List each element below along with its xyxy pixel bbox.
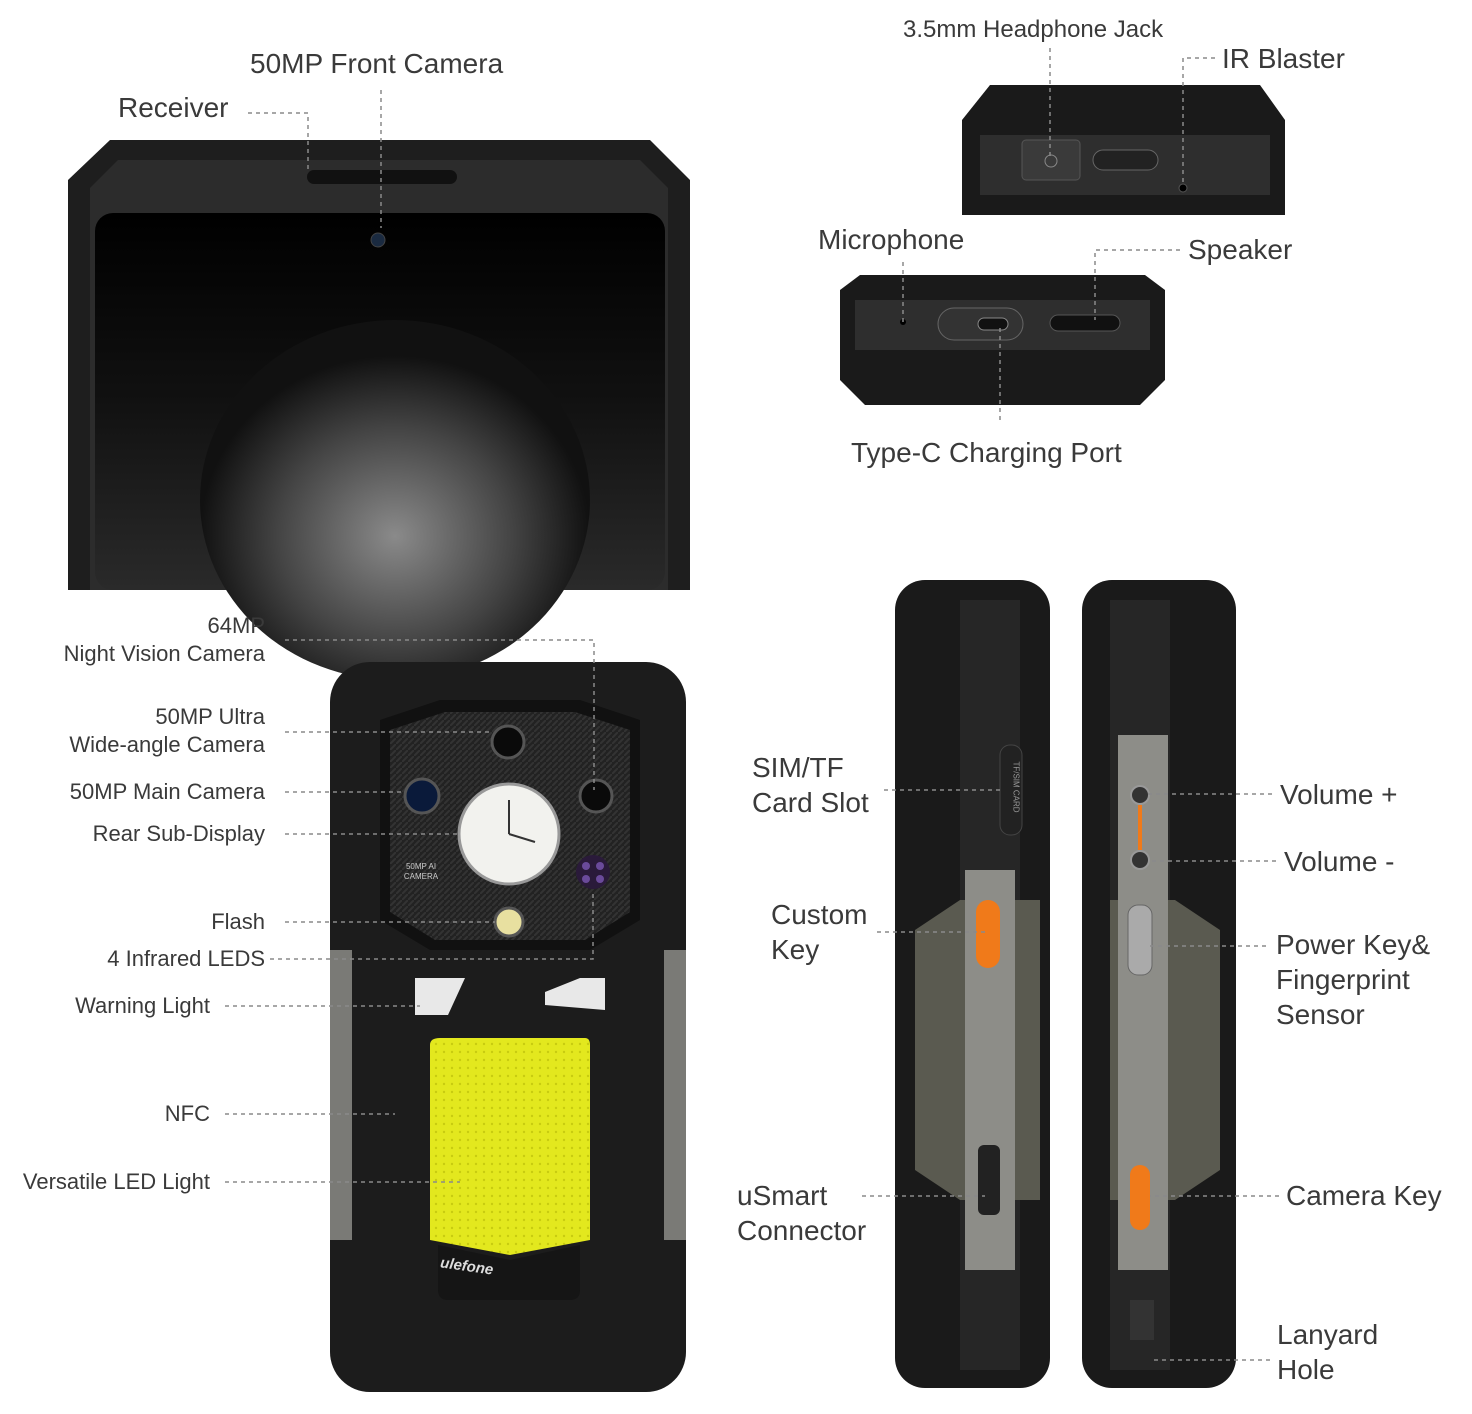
label-volume-up: Volume +: [1280, 779, 1398, 810]
label-led-light: Versatile LED Light: [22, 1169, 210, 1194]
label-line: Custom: [771, 899, 868, 930]
label-lanyard-hole: Lanyard Hole: [1277, 1317, 1378, 1387]
label-line: Connector: [737, 1215, 867, 1246]
label-line: 50MP Ultra: [155, 704, 265, 729]
camera-marking: 50MP AI CAMERA: [403, 862, 439, 881]
label-line: Card Slot: [752, 787, 869, 818]
label-power-key: Power Key& Fingerprint Sensor: [1276, 927, 1430, 1032]
label-sim-slot: SIM/TF Card Slot: [752, 750, 869, 820]
label-line: Night Vision Camera: [63, 640, 265, 666]
rear-view-phone: [330, 662, 686, 1392]
bottom-edge-view: [840, 275, 1165, 405]
label-line: Power Key&: [1276, 929, 1431, 960]
label-volume-down: Volume -: [1284, 846, 1395, 877]
label-receiver: Receiver: [118, 92, 229, 123]
label-ir-blaster: IR Blaster: [1222, 43, 1345, 74]
leader-lines: [225, 48, 1279, 1361]
label-warning-light: Warning Light: [75, 993, 210, 1018]
label-front-camera: 50MP Front Camera: [250, 48, 504, 79]
label-line: Lanyard: [1277, 1319, 1379, 1350]
top-edge-view: [962, 85, 1285, 215]
label-headphone-jack: 3.5mm Headphone Jack: [903, 16, 1164, 43]
front-view-phone: [68, 140, 690, 680]
label-main-camera: 50MP Main Camera: [69, 779, 265, 804]
right-side-view: [1082, 580, 1236, 1388]
label-type-c: Type-C Charging Port: [851, 437, 1122, 468]
label-usmart: uSmart Connector: [737, 1178, 866, 1248]
label-ultra-wide: 50MP Ultra Wide-angle Camera: [69, 703, 265, 758]
label-line: SIM/TF: [752, 752, 844, 783]
left-side-view: [895, 580, 1050, 1388]
label-line: Key: [771, 934, 820, 965]
label-nfc: NFC: [164, 1101, 210, 1126]
label-line: uSmart: [737, 1180, 828, 1211]
label-night-vision: 64MP Night Vision Camera: [64, 612, 265, 667]
label-infrared: 4 Infrared LEDS: [107, 946, 265, 971]
label-speaker: Speaker: [1188, 234, 1293, 265]
label-line: Fingerprint: [1276, 964, 1410, 995]
label-line: Wide-angle Camera: [69, 731, 265, 757]
sim-tray-marking: TF/SIM CARD: [1011, 761, 1021, 813]
label-camera-key: Camera Key: [1286, 1180, 1442, 1211]
label-flash: Flash: [211, 909, 265, 934]
label-custom-key: Custom Key: [771, 897, 867, 967]
label-microphone: Microphone: [818, 224, 965, 255]
label-line: 64MP: [207, 613, 265, 638]
label-line: Hole: [1277, 1354, 1335, 1385]
label-line: Sensor: [1276, 999, 1365, 1030]
label-sub-display: Rear Sub-Display: [92, 821, 265, 846]
